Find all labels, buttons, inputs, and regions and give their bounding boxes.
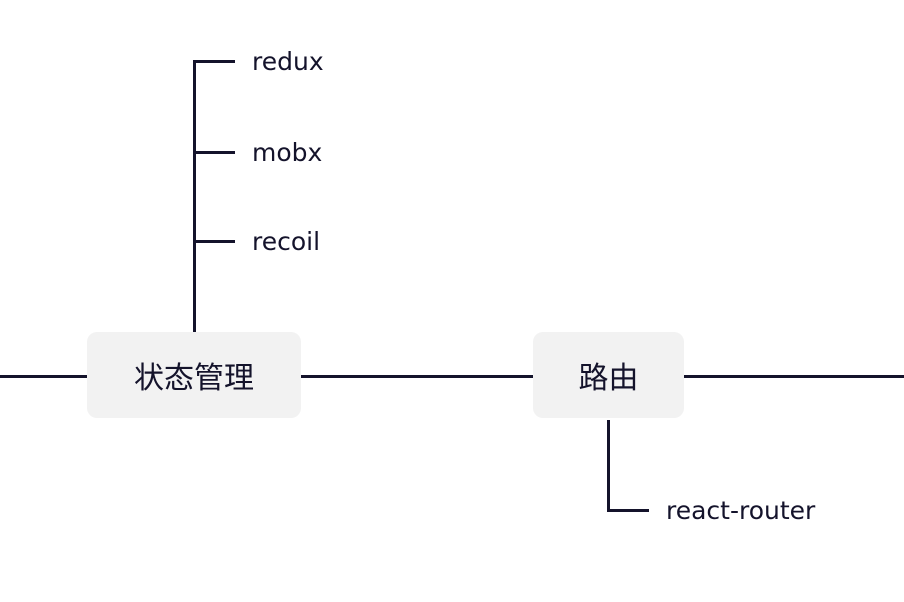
spine-right-segment <box>684 375 904 378</box>
spine-middle-segment <box>301 375 533 378</box>
spine-left-segment <box>0 375 87 378</box>
routing-branch-tick-react-router <box>607 509 649 512</box>
node-routing[interactable]: 路由 <box>533 332 684 418</box>
leaf-redux[interactable]: redux <box>252 47 324 76</box>
leaf-react-router[interactable]: react-router <box>666 496 816 525</box>
state-branch-tick-recoil <box>193 240 235 243</box>
leaf-mobx[interactable]: mobx <box>252 138 323 167</box>
state-branch-tick-redux <box>193 60 235 63</box>
state-branch-tick-mobx <box>193 151 235 154</box>
node-state-management[interactable]: 状态管理 <box>87 332 301 418</box>
routing-branch-vertical-connector <box>607 420 610 512</box>
leaf-recoil[interactable]: recoil <box>252 227 321 256</box>
state-branch-vertical-connector <box>193 60 196 333</box>
